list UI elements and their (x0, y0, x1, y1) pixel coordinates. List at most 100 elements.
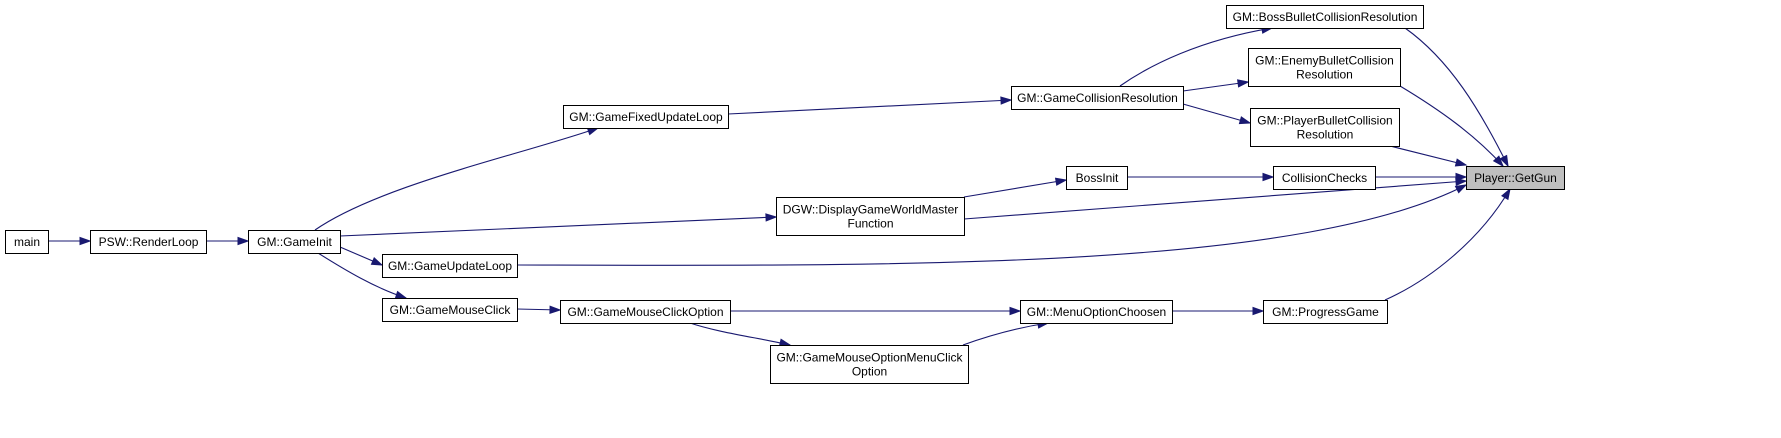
node-gm-gamemouseclickoption[interactable]: GM::GameMouseClickOption (560, 300, 731, 324)
edge-line (1119, 27, 1273, 87)
node-collisionchecks[interactable]: CollisionChecks (1273, 166, 1376, 190)
node-label: GM::GameCollisionResolution (1017, 91, 1178, 105)
node-label: Resolution (1297, 128, 1354, 142)
node-bossinit[interactable]: BossInit (1066, 166, 1128, 190)
edge-line (689, 322, 791, 346)
edge-arrowhead (1492, 155, 1505, 168)
edge-line (1384, 188, 1511, 301)
edge-gm_gameinit-to-gm_gamefixedupdateloop (314, 127, 600, 231)
edge-arrowhead (1054, 177, 1068, 186)
node-label: GM::EnemyBulletCollision (1255, 54, 1394, 68)
node-label: Resolution (1296, 68, 1353, 82)
node-gm-gamecollisionresolution[interactable]: GM::GameCollisionResolution (1011, 86, 1184, 110)
edge-gm_gameinit-to-gm_gameupdateloop (339, 246, 384, 266)
edge-line (1182, 103, 1251, 124)
node-label: main (14, 235, 40, 249)
edge-arrowhead (1262, 172, 1275, 182)
edge-arrowhead (1000, 96, 1013, 105)
edge-gm_gameupdateloop-to-player_getgun (516, 184, 1468, 266)
edge-gm_progressgame-to-player_getgun (1384, 187, 1511, 301)
edge-line (339, 216, 777, 237)
node-gm-bossbulletcollisionresolution[interactable]: GM::BossBulletCollisionResolution (1226, 5, 1424, 29)
node-gm-gamefixedupdateloop[interactable]: GM::GameFixedUpdateLoop (563, 105, 729, 129)
node-gm-progressgame[interactable]: GM::ProgressGame (1263, 300, 1388, 324)
edge-collisionchecks-to-player_getgun (1375, 172, 1468, 182)
node-label: Option (852, 365, 887, 379)
edge-arrowhead (1454, 158, 1468, 167)
edge-arrowhead (1237, 79, 1250, 88)
node-label: GM::GameMouseClick (390, 303, 512, 317)
node-label: BossInit (1076, 171, 1119, 185)
edge-line (1399, 85, 1504, 167)
node-box (1226, 5, 1424, 29)
edge-gm_gamemouseoptionmenuclickoption-to-gm_menuoptionchoosen (962, 320, 1050, 346)
edge-arrowhead (1238, 116, 1252, 125)
node-label: GM::BossBulletCollisionResolution (1233, 10, 1418, 24)
edge-arrowhead (1501, 187, 1511, 201)
edge-arrowhead (549, 305, 562, 314)
node-box (1466, 166, 1565, 190)
node-box (1248, 48, 1401, 87)
edge-line (1389, 145, 1467, 166)
edge-line (1182, 81, 1249, 92)
edge-arrowhead (765, 213, 778, 222)
edge-arrowhead (1454, 184, 1468, 194)
node-box (1011, 86, 1184, 110)
edge-main-to-psw_renderloop (48, 236, 92, 246)
edge-gm_menuoptionchoosen-to-gm_progressgame (1172, 306, 1265, 316)
node-main[interactable]: main (5, 230, 49, 254)
node-box (1250, 108, 1400, 147)
node-gm-gameupdateloop[interactable]: GM::GameUpdateLoop (382, 254, 518, 278)
edge-arrowhead (370, 256, 384, 266)
node-label: GM::GameFixedUpdateLoop (569, 110, 723, 124)
node-label: GM::GameMouseClickOption (567, 305, 723, 319)
edge-dgw_displaygameworldmasterfunction-to-bossinit (963, 177, 1068, 198)
edge-arrowhead (394, 290, 408, 299)
node-label: CollisionChecks (1282, 171, 1367, 185)
edge-gm_gamemouseclick-to-gm_gamemouseclickoption (516, 305, 562, 314)
node-gm-menuoptionchoosen[interactable]: GM::MenuOptionChoosen (1020, 300, 1173, 324)
node-label: Function (847, 217, 893, 231)
edge-bossinit-to-collisionchecks (1127, 172, 1275, 182)
edge-line (1404, 27, 1509, 167)
node-label: DGW::DisplayGameWorldMaster (783, 203, 959, 217)
node-box (382, 254, 518, 278)
edge-gm_gamemouseclickoption-to-gm_menuoptionchoosen (730, 306, 1022, 316)
edge-arrowhead (79, 236, 92, 246)
edge-arrowhead (1009, 306, 1022, 316)
node-box (1273, 166, 1376, 190)
node-label: GM::PlayerBulletCollision (1257, 114, 1392, 128)
node-label: GM::GameUpdateLoop (388, 259, 512, 273)
edge-line (963, 179, 1067, 198)
node-label: GM::ProgressGame (1272, 305, 1379, 319)
node-box (1066, 166, 1128, 190)
edge-gm_bossbulletcollisionresolution-to-player_getgun (1404, 27, 1509, 168)
node-label: Player::GetGun (1474, 171, 1557, 185)
edge-gm_gamecollisionresolution-to-gm_playerbulletcollisionresolution (1182, 103, 1252, 125)
edge-arrowhead (1455, 172, 1468, 182)
node-player-getgun[interactable]: Player::GetGun (1466, 166, 1565, 190)
node-gm-gamemouseclick[interactable]: GM::GameMouseClick (382, 298, 518, 322)
node-box (776, 197, 965, 236)
edge-line (727, 99, 1012, 115)
node-box (770, 345, 969, 384)
edges-layer (48, 25, 1511, 347)
edge-gm_gamecollisionresolution-to-gm_enemybulletcollisionresolution (1182, 79, 1250, 92)
node-box (382, 298, 518, 322)
node-box (90, 230, 207, 254)
nodes-layer: main PSW::RenderLoop GM::GameInit GM::GameF… (5, 5, 1565, 384)
edge-arrowhead (1252, 306, 1265, 316)
node-label: GM::GameMouseOptionMenuClick (776, 351, 963, 365)
node-box (5, 230, 49, 254)
node-gm-gameinit[interactable]: GM::GameInit (248, 230, 341, 254)
node-psw-renderloop[interactable]: PSW::RenderLoop (90, 230, 207, 254)
edge-line (962, 322, 1049, 346)
edge-gm_playerbulletcollisionresolution-to-player_getgun (1389, 145, 1468, 167)
node-label: GM::MenuOptionChoosen (1027, 305, 1166, 319)
node-box (560, 300, 731, 324)
